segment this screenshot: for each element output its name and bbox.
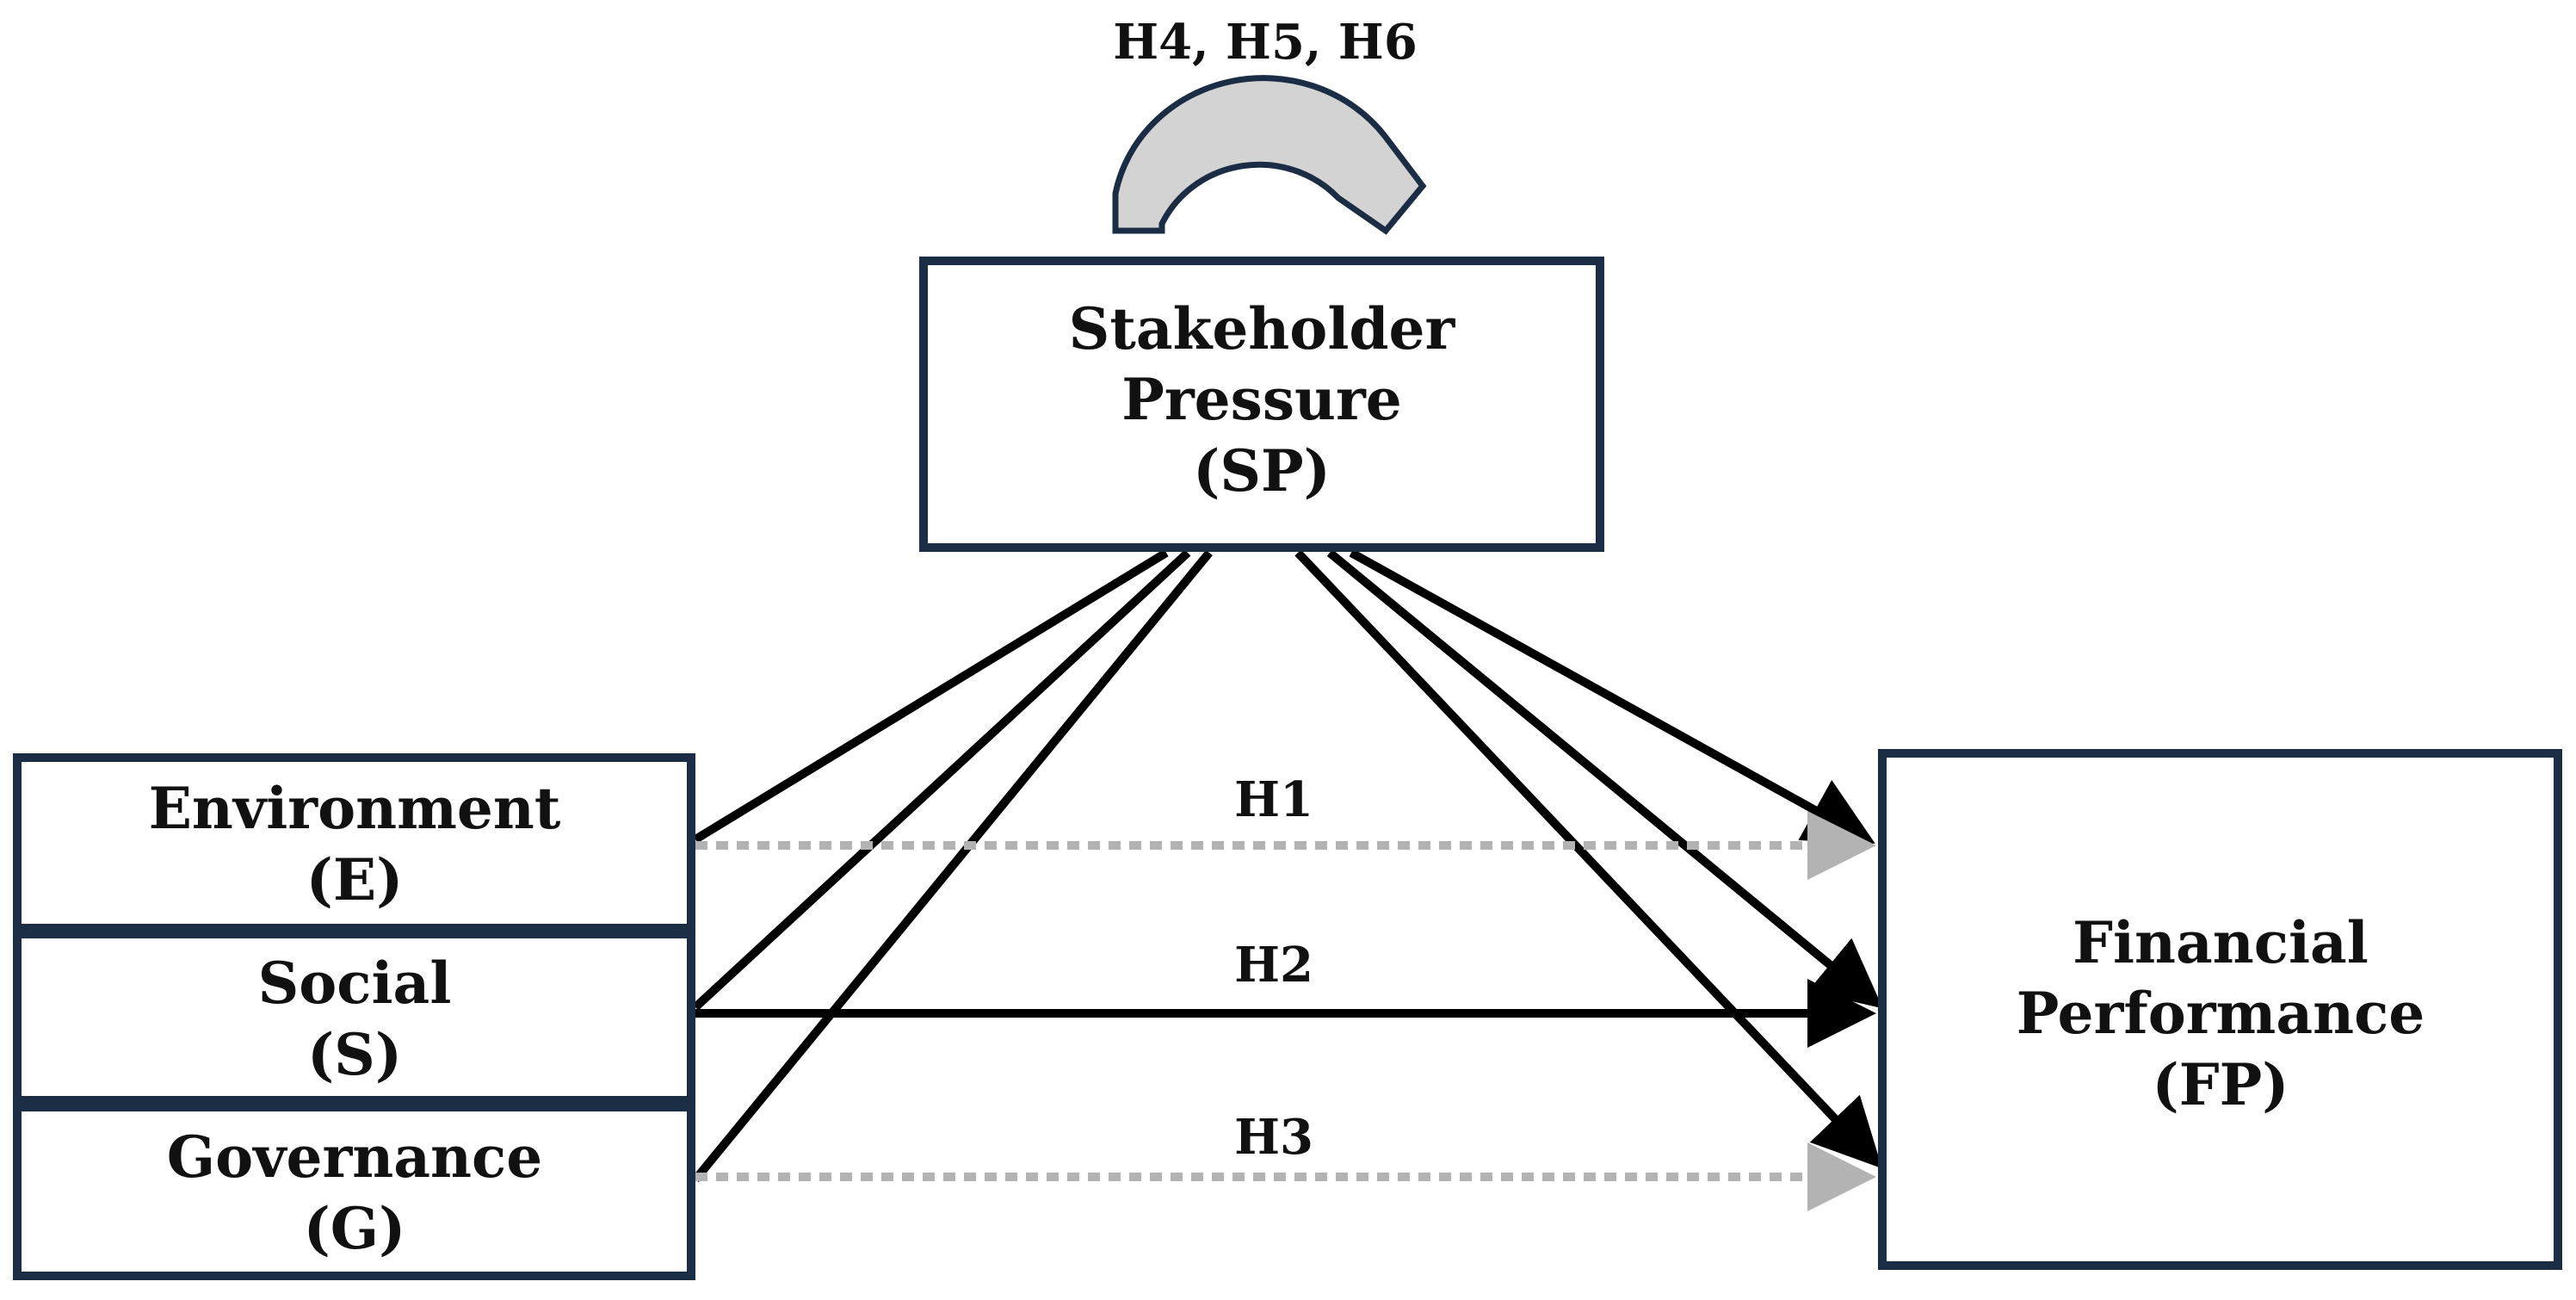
edge-governance-to-stakeholder [692, 549, 1213, 1183]
node-financial-performance [1878, 749, 2562, 1270]
node-environment-label-2: (E) [306, 846, 404, 913]
edge-environment-to-stakeholder [693, 548, 1169, 844]
edge-stakeholder-to-financial-1 [1349, 548, 1875, 844]
node-environment [13, 753, 695, 932]
curved-moderation-arrow-icon [1112, 75, 1427, 235]
node-social-label-1: Social [258, 950, 452, 1017]
node-governance-label-1: Governance [167, 1124, 542, 1191]
node-financial-label-1: Financial [2073, 909, 2369, 976]
node-stakeholder-label-2: Pressure [1121, 366, 1401, 433]
node-social [13, 930, 695, 1105]
node-financial-label-2: Performance [2017, 980, 2425, 1047]
node-stakeholder-label-3: (SP) [1193, 437, 1331, 505]
edge-stakeholder-to-financial-2 [1326, 549, 1883, 1009]
node-stakeholder-pressure [919, 257, 1604, 552]
label-h2: H2 [1234, 937, 1313, 994]
node-financial-label-3: (FP) [2153, 1051, 2289, 1118]
node-stakeholder-label-1: Stakeholder [1069, 295, 1456, 362]
node-governance-label-2: (G) [304, 1195, 406, 1262]
node-environment-label-1: Environment [149, 775, 561, 842]
label-h3: H3 [1234, 1109, 1313, 1166]
label-moderation-hypotheses: H4, H5, H6 [1113, 14, 1418, 71]
edge-stakeholder-to-financial-3 [1294, 549, 1882, 1169]
label-h1: H1 [1234, 771, 1313, 828]
node-governance [13, 1103, 695, 1280]
node-social-label-2: (S) [307, 1021, 402, 1088]
edge-social-to-stakeholder [692, 549, 1191, 1011]
